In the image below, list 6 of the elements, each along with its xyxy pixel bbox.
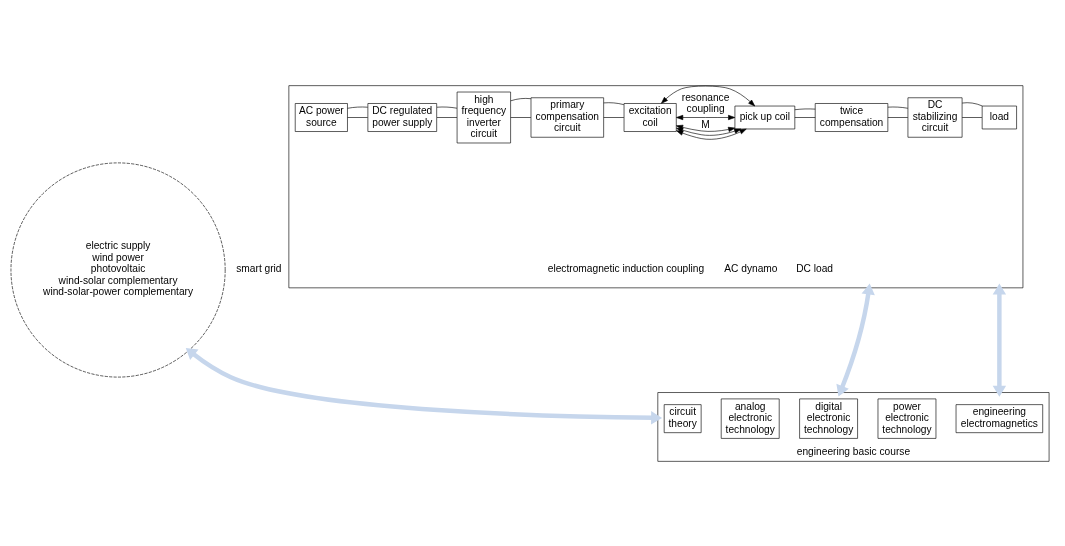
label: AC dynamo [724,262,778,274]
edge-label: M [701,118,710,130]
label: DC load [796,262,833,274]
edge-label: resonance coupling [681,91,730,114]
label: electromagnetic induction coupling [547,262,705,274]
node-label: smart grid [236,262,282,274]
